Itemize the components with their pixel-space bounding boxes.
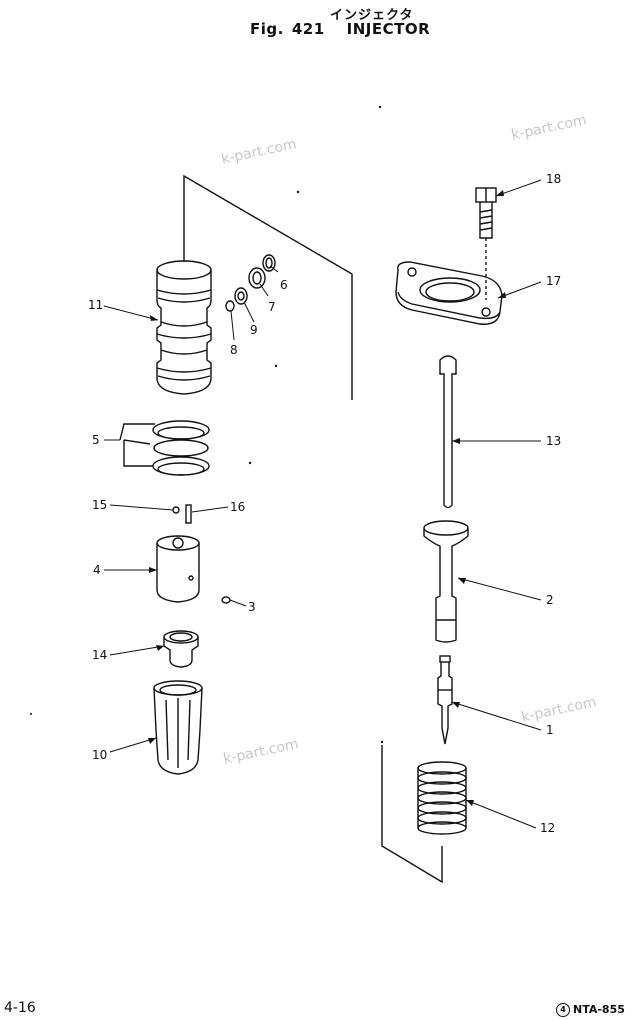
assembly-bracket-left bbox=[183, 174, 353, 400]
callout-9: 9 bbox=[250, 323, 258, 337]
part-9-ring bbox=[234, 287, 248, 305]
figure-name: INJECTOR bbox=[346, 20, 431, 38]
leader-16 bbox=[191, 506, 229, 513]
leader-1 bbox=[451, 701, 542, 731]
leader-9 bbox=[243, 301, 255, 323]
part-3-ball bbox=[221, 596, 231, 604]
doc-code-text: NTA-855 bbox=[573, 1003, 625, 1016]
specks bbox=[30, 105, 384, 744]
part-7-washer bbox=[248, 267, 266, 289]
callout-2: 2 bbox=[546, 593, 554, 607]
part-13-rod bbox=[439, 355, 457, 509]
part-17-flange bbox=[395, 261, 503, 325]
callout-14: 14 bbox=[92, 648, 108, 662]
callout-18: 18 bbox=[546, 172, 562, 186]
leader-arrowheads bbox=[148, 190, 506, 806]
leader-2 bbox=[457, 577, 542, 601]
callout-4: 4 bbox=[93, 563, 101, 577]
part-14-cup bbox=[163, 630, 199, 668]
doc-code-symbol: 4 bbox=[556, 1003, 570, 1017]
part-4-barrel bbox=[156, 535, 200, 603]
leader-11 bbox=[103, 305, 159, 321]
callout-17: 17 bbox=[546, 274, 562, 288]
part-1-needle bbox=[437, 655, 453, 745]
leader-6 bbox=[269, 265, 279, 273]
leader-8 bbox=[230, 310, 235, 341]
callout-11: 11 bbox=[88, 298, 104, 312]
japanese-title: インジェクタ bbox=[330, 8, 414, 23]
part-18-bolt bbox=[475, 187, 497, 300]
part-8-ball bbox=[225, 300, 235, 312]
assembly-bracket-right bbox=[381, 745, 443, 884]
callout-10: 10 bbox=[92, 748, 108, 762]
part-16-pin bbox=[185, 504, 192, 524]
callout-1: 1 bbox=[546, 723, 554, 737]
figure-number: 421 bbox=[291, 20, 325, 38]
callout-8: 8 bbox=[230, 343, 238, 357]
leader-3 bbox=[229, 599, 247, 607]
part-12-spring bbox=[417, 761, 467, 835]
part-5-o-rings bbox=[152, 420, 210, 476]
leader-10 bbox=[109, 737, 157, 753]
leader-15 bbox=[109, 504, 174, 511]
leader-7 bbox=[259, 283, 269, 297]
callout-3: 3 bbox=[248, 600, 256, 614]
part-11-injector-body bbox=[156, 260, 212, 395]
figure-title: Fig. 421 INJECTOR bbox=[250, 20, 430, 38]
leader-12 bbox=[465, 799, 537, 829]
part-5-bracket bbox=[119, 423, 155, 467]
part-6-seal bbox=[262, 254, 276, 272]
callout-6: 6 bbox=[280, 278, 288, 292]
callout-7: 7 bbox=[268, 300, 276, 314]
callout-5: 5 bbox=[92, 433, 100, 447]
callout-12: 12 bbox=[540, 821, 556, 835]
leader-14 bbox=[109, 645, 165, 656]
callout-13: 13 bbox=[546, 434, 562, 448]
part-2-plunger bbox=[423, 520, 469, 643]
figure-label: Fig. bbox=[250, 20, 284, 38]
part-10-retainer bbox=[153, 680, 203, 775]
part-15-ball bbox=[172, 506, 180, 514]
callout-16: 16 bbox=[230, 500, 246, 514]
page-number: 4-16 bbox=[4, 1000, 36, 1016]
callout-15: 15 bbox=[92, 498, 108, 512]
